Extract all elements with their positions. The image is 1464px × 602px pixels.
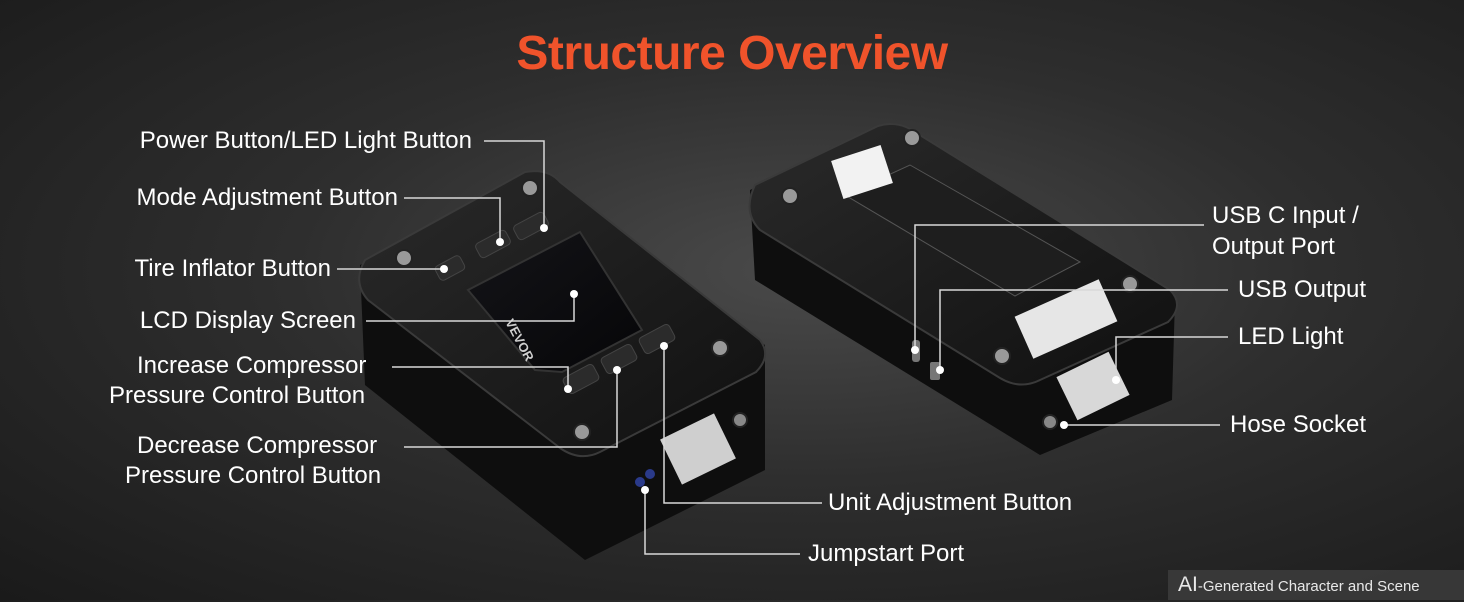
dot-tire: [440, 265, 448, 273]
badge-text: -Generated Character and Scene: [1197, 578, 1420, 595]
ai-generated-badge: AI-Generated Character and Scene: [1168, 570, 1464, 600]
screw-icon: [711, 339, 729, 357]
page-title: Structure Overview: [516, 27, 948, 80]
screw-icon: [573, 423, 591, 441]
leader-led: [1115, 336, 1228, 380]
screw-icon: [903, 129, 921, 147]
label-usb-output: USB Output: [1238, 276, 1367, 303]
leader-dots: [440, 224, 1120, 494]
label-hose-socket: Hose Socket: [1230, 411, 1367, 438]
qr-code-sticker: [831, 144, 893, 200]
leader-mode: [404, 197, 501, 242]
dot-hose: [1060, 421, 1068, 429]
dot-usb-out: [936, 366, 944, 374]
label-power-button: Power Button/LED Light Button: [139, 127, 472, 154]
jumpstart-port: [635, 477, 645, 487]
front-led-light: [660, 413, 736, 485]
screw-icon: [732, 412, 748, 428]
label-increase-line1: Increase Compressor: [137, 352, 367, 379]
dot-decrease: [613, 366, 621, 374]
screw-icon: [521, 179, 539, 197]
usb-output-port: [930, 362, 940, 380]
leader-power: [484, 140, 545, 228]
label-tire-inflator: Tire Inflator Button: [134, 255, 331, 282]
hose-socket: [1042, 414, 1058, 430]
label-unit-button: Unit Adjustment Button: [828, 489, 1073, 516]
leader-lines: [337, 140, 1228, 555]
dot-jumpstart: [641, 486, 649, 494]
dot-unit: [660, 342, 668, 350]
screw-icon: [781, 187, 799, 205]
screw-icon: [1121, 275, 1139, 293]
leader-increase: [392, 366, 569, 389]
dot-increase: [564, 385, 572, 393]
power-button: [513, 211, 549, 241]
front-device: VEVOR: [358, 170, 767, 560]
label-decrease-line1: Decrease Compressor: [137, 432, 378, 459]
screw-icon: [993, 347, 1011, 365]
dot-lcd: [570, 290, 578, 298]
leader-usb-out: [939, 289, 1228, 370]
lcd-screen: [466, 230, 644, 374]
dot-led: [1112, 376, 1120, 384]
leader-decrease: [404, 370, 618, 448]
label-decrease-line2: Pressure Control Button: [125, 462, 382, 489]
label-led-light: LED Light: [1238, 323, 1344, 350]
badge-prefix: AI: [1178, 573, 1198, 596]
decrease-button: [600, 343, 638, 375]
info-sticker: [1014, 279, 1118, 359]
dot-power: [540, 224, 548, 232]
label-mode-button: Mode Adjustment Button: [136, 184, 399, 211]
label-jumpstart-port: Jumpstart Port: [808, 540, 965, 567]
back-device: [748, 123, 1178, 455]
jumpstart-port: [645, 469, 655, 479]
leader-usbc: [914, 224, 1204, 350]
label-increase-line2: Pressure Control Button: [109, 382, 366, 409]
dot-usbc: [911, 346, 919, 354]
mode-button: [475, 229, 511, 259]
dot-mode: [496, 238, 504, 246]
screw-icon: [395, 249, 413, 267]
back-led-light: [1056, 351, 1130, 421]
leader-unit: [663, 346, 822, 504]
leader-jumpstart: [644, 490, 800, 555]
leader-lcd: [366, 294, 575, 322]
label-lcd-screen: LCD Display Screen: [139, 307, 356, 334]
label-usbc-line1: USB C Input /: [1212, 202, 1359, 229]
label-usbc-line2: Output Port: [1212, 233, 1335, 260]
tire-inflator-button: [434, 255, 466, 281]
